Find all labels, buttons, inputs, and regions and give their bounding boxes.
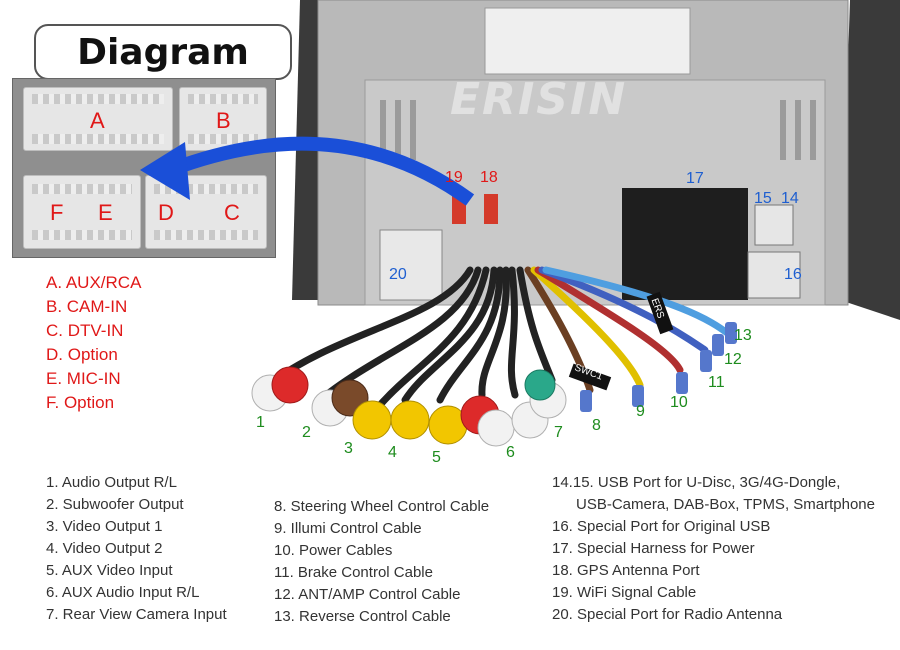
diagram-title-box: Diagram [34, 24, 292, 80]
list-item: 5. AUX Video Input [46, 562, 173, 579]
connector-label: D [158, 200, 174, 225]
connector-legend: A. AUX/RCA B. CAM-IN C. DTV-IN D. Option… [46, 271, 141, 415]
callout-number: 12 [724, 351, 742, 368]
callout-number: 10 [670, 394, 688, 411]
callout-number: 15 [754, 190, 772, 207]
list-item: 6. AUX Audio Input R/L [46, 584, 200, 601]
list-item: 17. Special Harness for Power [552, 540, 755, 557]
list-item: 18. GPS Antenna Port [552, 562, 700, 579]
list-item: 2. Subwoofer Output [46, 496, 184, 513]
connector-photo: A B F E D C [12, 78, 276, 258]
legend-item: A. AUX/RCA [46, 273, 142, 292]
rca-plugs [251, 366, 567, 447]
callout-number: 18 [480, 169, 498, 186]
list-item: 1. Audio Output R/L [46, 474, 177, 491]
usb-ports [754, 204, 794, 246]
connector-fe: F E [23, 175, 141, 249]
list-item: USB-Camera, DAB-Box, TPMS, Smartphone [576, 496, 875, 513]
arrow-head [140, 142, 190, 200]
power-harness-socket [622, 188, 748, 300]
callout-number: 2 [302, 424, 311, 441]
callout-number: 6 [506, 444, 515, 461]
legend-item: E. MIC-IN [46, 369, 121, 388]
connector-label: C [224, 200, 240, 225]
list-item: 7. Rear View Camera Input [46, 606, 227, 623]
list-item: 3. Video Output 1 [46, 518, 163, 535]
callout-number: 5 [432, 449, 441, 466]
vent-slots [380, 100, 816, 160]
connector-dc: D C [145, 175, 267, 249]
list-item: 19. WiFi Signal Cable [552, 584, 697, 601]
callout-number: 14 [781, 190, 799, 207]
product-label-sticker [484, 7, 691, 75]
callout-number: 9 [636, 403, 645, 420]
connector-label: F [50, 200, 64, 225]
head-unit-illustration [140, 0, 900, 447]
list-item: 4. Video Output 2 [46, 540, 163, 557]
callout-number: 11 [708, 374, 725, 391]
list-item: 11. Brake Control Cable [274, 564, 433, 581]
callout-number: 17 [686, 170, 704, 187]
list-item: 16. Special Port for Original USB [552, 518, 771, 535]
arrow-shaft [167, 136, 475, 206]
list-item: 13. Reverse Control Cable [274, 608, 451, 625]
connector-label: A [90, 108, 105, 133]
list-column-3: 14.15. USB Port for U-Disc, 3G/4G-Dongle… [552, 472, 875, 626]
legend-item: C. DTV-IN [46, 321, 124, 340]
connector-a: A [23, 87, 173, 151]
callout-number: 16 [784, 266, 802, 283]
list-item: 12. ANT/AMP Control Cable [274, 586, 461, 603]
original-usb-port [747, 251, 801, 299]
legend-item: B. CAM-IN [46, 297, 128, 316]
list-column-2: 8. Steering Wheel Control Cable 9. Illum… [274, 496, 489, 628]
callout-number: 19 [445, 169, 463, 186]
list-item: 9. Illumi Control Cable [274, 520, 422, 537]
connector-b: B [179, 87, 267, 151]
pin-connectors [568, 291, 737, 412]
list-item: 20. Special Port for Radio Antenna [552, 606, 783, 623]
radio-antenna-port [379, 229, 443, 301]
dash-frame-right [840, 0, 900, 320]
list-column-1: 1. Audio Output R/L 2. Subwoofer Output … [46, 472, 227, 626]
callout-number: 8 [592, 417, 601, 434]
legend-item: D. Option [46, 345, 118, 364]
callout-number: 20 [389, 266, 407, 283]
list-item: 14.15. USB Port for U-Disc, 3G/4G-Dongle… [552, 474, 841, 491]
callout-number: 4 [388, 444, 397, 461]
callout-number: 3 [344, 440, 353, 457]
callout-number: 7 [554, 424, 563, 441]
callout-number: 13 [734, 327, 752, 344]
list-item: 10. Power Cables [274, 542, 393, 559]
legend-item: F. Option [46, 393, 115, 412]
callout-number: 1 [256, 414, 265, 431]
list-item: 8. Steering Wheel Control Cable [274, 498, 490, 515]
diagram-title: Diagram [77, 31, 249, 73]
watermark-text: ERISIN [450, 74, 628, 125]
connector-label: E [98, 200, 113, 225]
gps-port [484, 194, 498, 224]
connector-label: B [216, 108, 231, 133]
